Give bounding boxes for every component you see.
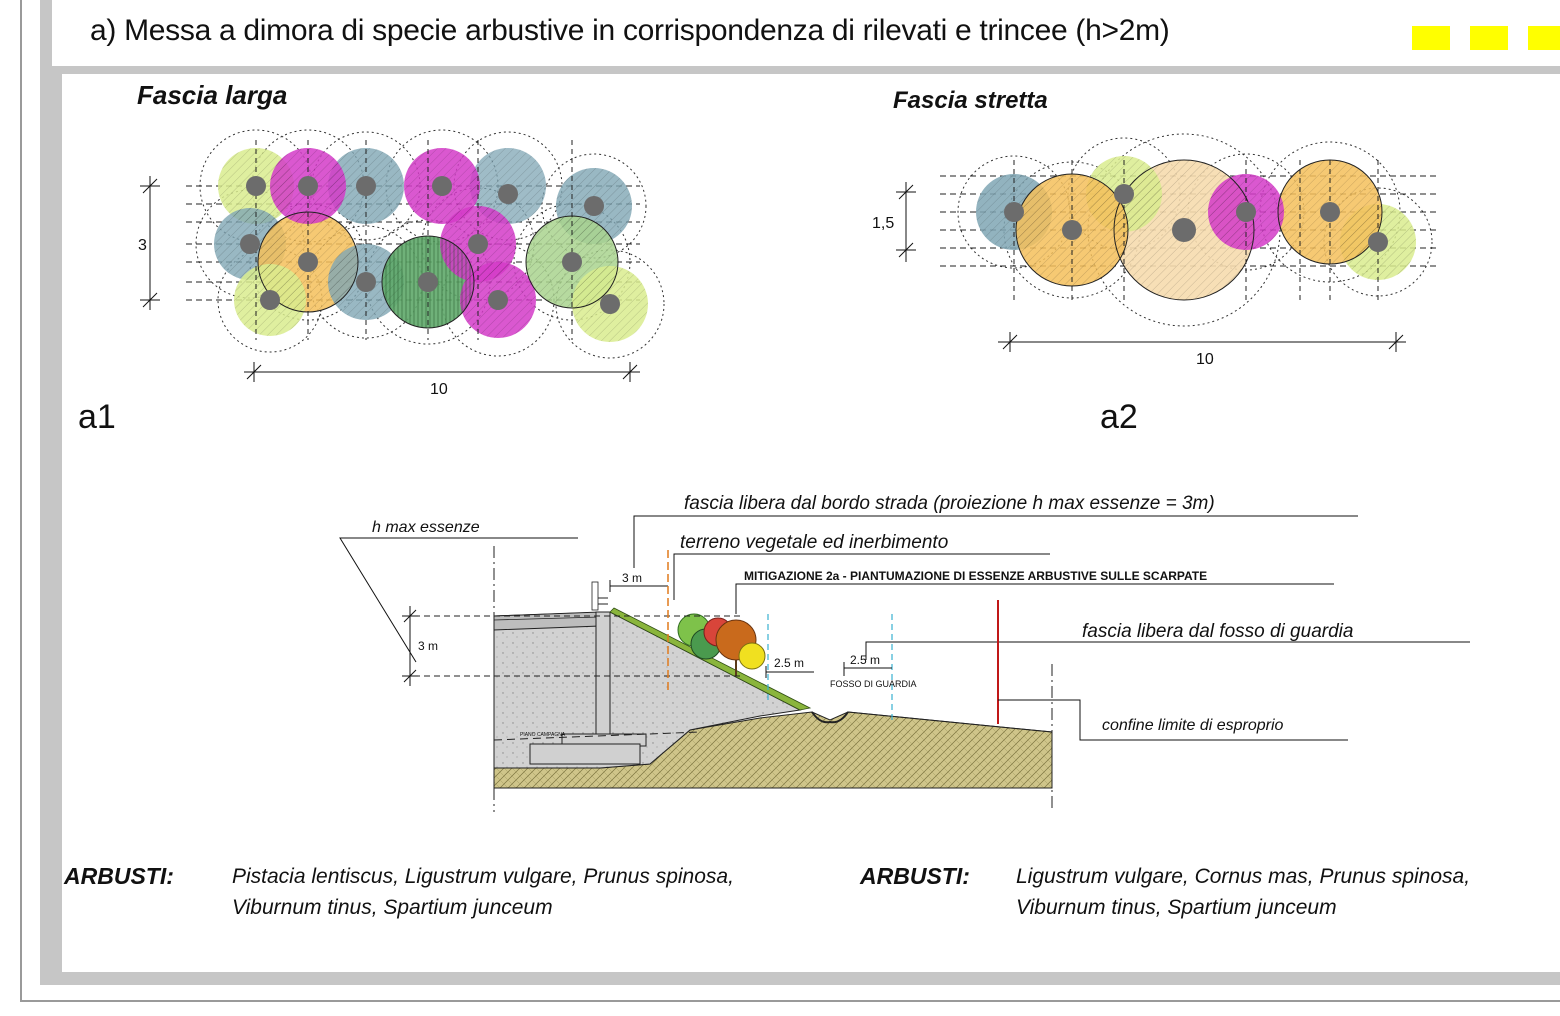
label-confine: confine limite di esproprio [1102,717,1284,734]
dim-25-b: 2.5 m [850,653,880,667]
label-h-max: h max essenze [372,519,480,536]
shrub-group [677,613,766,676]
plan-a2-title: Fascia stretta [893,87,1048,114]
outer-frame [20,0,1560,1002]
yellow-block-2 [1470,26,1508,50]
plan-a1-drawing [140,129,665,382]
plan-a2-drawing [896,133,1440,352]
plan-a1-dim-width: 10 [430,381,448,398]
cross-section [339,515,1470,812]
plan-a1-title: Fascia larga [137,80,288,110]
yellow-block-1 [1412,26,1450,50]
yellow-block-3 [1528,26,1560,50]
label-terreno: terreno vegetale ed inerbimento [680,532,948,553]
plan-a1-dim-height: 3 [138,237,147,254]
legend-right-label: ARBUSTI: [860,863,970,889]
label-fascia-fosso: fascia libera dal fosso di guardia [1082,621,1353,642]
legend-left-label: ARBUSTI: [64,863,174,889]
legend-right-line2: Viburnum tinus, Spartium junceum [1016,896,1337,919]
plan-a1-label: a1 [78,398,116,436]
legend-right-line1: Ligustrum vulgare, Cornus mas, Prunus sp… [1016,865,1471,888]
page-title: a) Messa a dimora di specie arbustive in… [90,14,1170,47]
dim-3m-top: 3 m [622,571,642,585]
plan-a2-label: a2 [1100,398,1138,436]
dim-25-a: 2.5 m [774,656,804,670]
label-piano-campagna: PIANO CAMPAGNA [520,732,566,738]
header-bar: a) Messa a dimora di specie arbustive in… [52,0,1560,66]
label-fascia-bordo: fascia libera dal bordo strada (proiezio… [684,493,1215,514]
dim-3m-side: 3 m [418,639,438,653]
label-fosso-guardia: FOSSO DI GUARDIA [830,679,917,689]
legend-left-line1: Pistacia lentiscus, Ligustrum vulgare, P… [232,865,734,888]
label-mitigazione: MITIGAZIONE 2a - PIANTUMAZIONE DI ESSENZ… [744,569,1207,583]
legend-left-line2: Viburnum tinus, Spartium junceum [232,896,553,919]
plan-a2-dim-height: 1,5 [872,215,894,232]
plan-a2-dim-width: 10 [1196,351,1214,368]
